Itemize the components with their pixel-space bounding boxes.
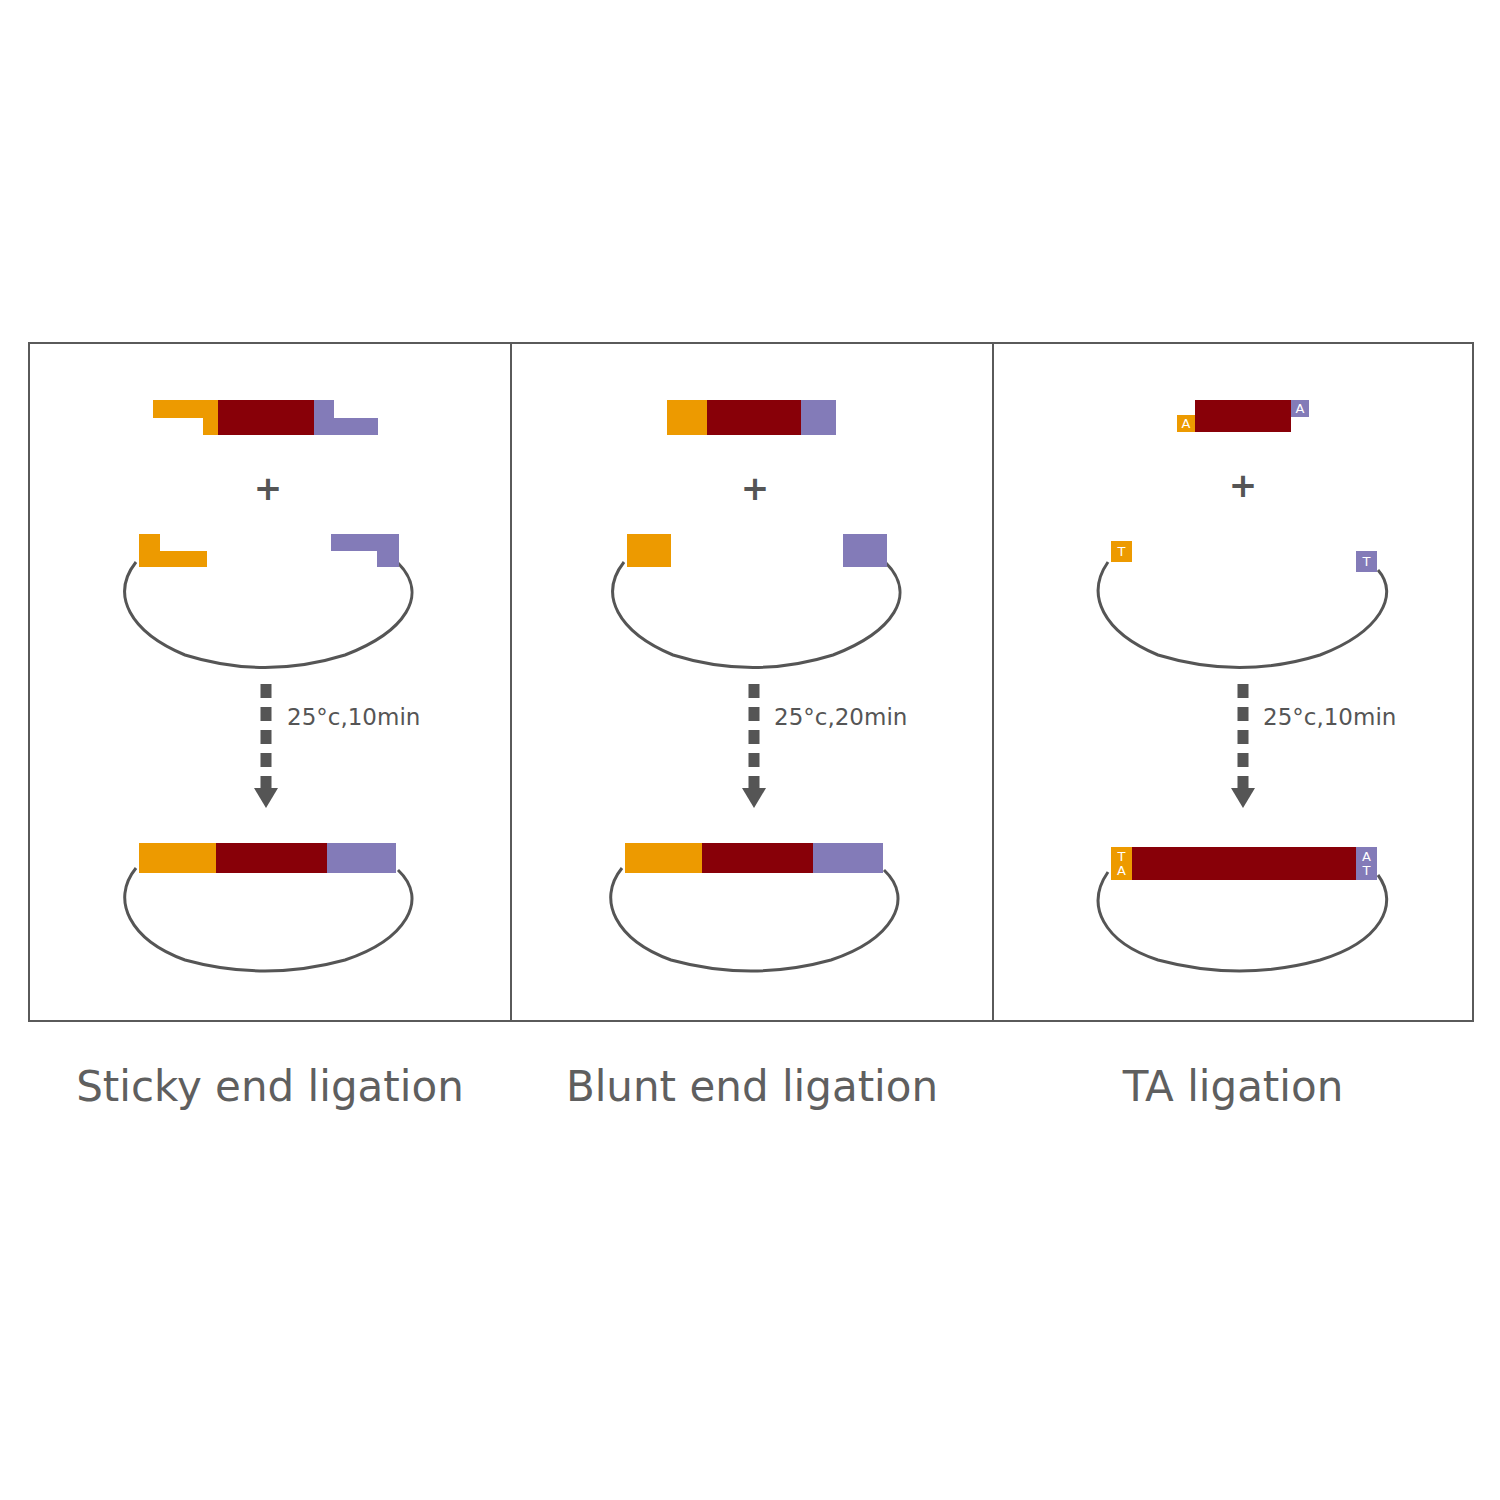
plus-sign: + (1229, 468, 1258, 502)
ta-result (1098, 847, 1386, 971)
base-letter: T (1363, 864, 1371, 878)
ta-insert (1195, 400, 1291, 432)
dashed-arrow (254, 684, 278, 808)
plus-sign: + (254, 471, 283, 505)
blunt-result (611, 843, 898, 971)
base-letter: A (1182, 417, 1191, 431)
blunt-insert (667, 400, 836, 435)
base-letter: T (1363, 555, 1371, 569)
sticky-insert (153, 400, 378, 435)
condition-label: 25°c,20min (774, 706, 907, 729)
base-letter: T (1118, 850, 1126, 864)
condition-label: 25°c,10min (287, 706, 420, 729)
panel-caption: Blunt end ligation (492, 1062, 1012, 1111)
sticky-result (125, 843, 412, 971)
dashed-arrow (742, 684, 766, 808)
base-letter: A (1296, 402, 1305, 416)
base-overhang-box: TA (1111, 847, 1132, 880)
ta-vector (1098, 562, 1386, 668)
sticky-vector (125, 534, 412, 668)
plus-sign: + (741, 471, 770, 505)
blunt-vector (613, 534, 900, 668)
panel-caption: Sticky end ligation (10, 1062, 530, 1111)
condition-label: 25°c,10min (1263, 706, 1396, 729)
base-letter: T (1118, 545, 1126, 559)
method-panel: TA ligationAATTTAAT (992, 342, 1474, 1022)
base-overhang-box: T (1356, 551, 1377, 572)
base-overhang-box: A (1177, 415, 1195, 432)
base-letter: A (1362, 850, 1371, 864)
method-panel: Sticky end ligation (28, 342, 512, 1022)
method-panel: Blunt end ligation (510, 342, 994, 1022)
base-letter: A (1117, 864, 1126, 878)
base-overhang-box: A (1291, 400, 1309, 417)
base-overhang-box: T (1111, 541, 1132, 562)
base-overhang-box: AT (1356, 847, 1377, 880)
panel-caption: TA ligation (974, 1062, 1492, 1111)
dashed-arrow (1231, 684, 1255, 808)
